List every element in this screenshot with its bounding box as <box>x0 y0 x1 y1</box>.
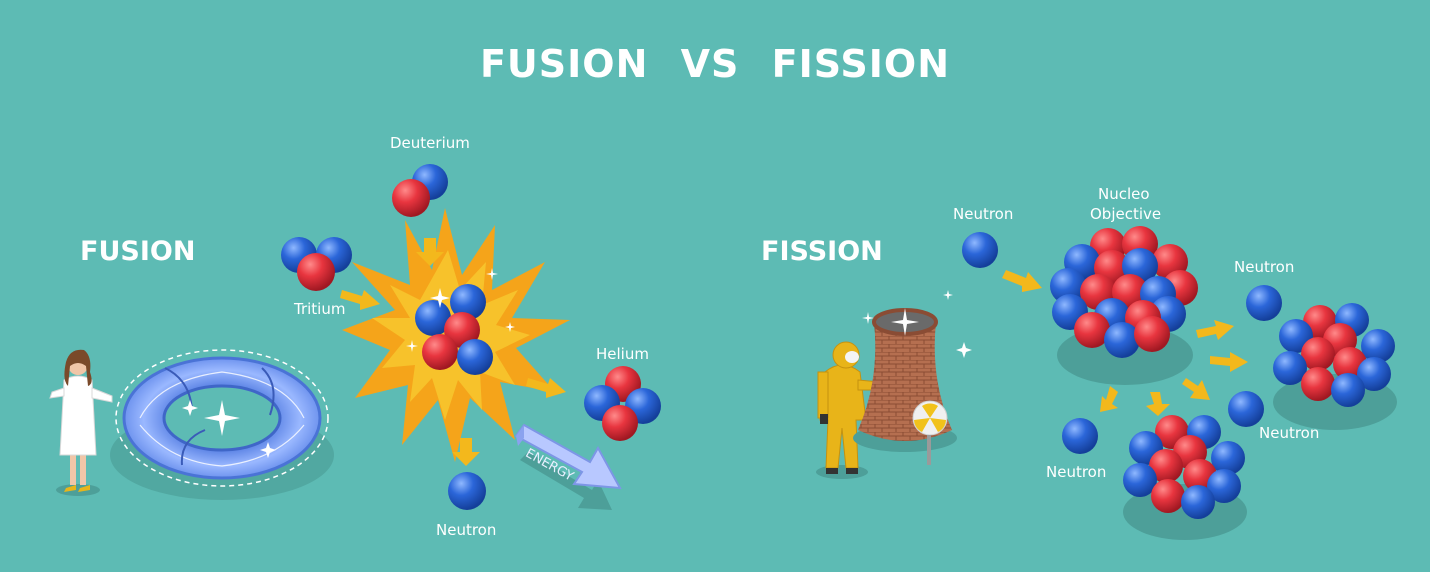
incoming-neutron <box>962 232 998 268</box>
released-neutron-top-right <box>1246 285 1282 321</box>
label-neutron-left: Neutron <box>1046 463 1107 481</box>
label-neutron-right: Neutron <box>1259 424 1320 442</box>
released-neutron-left <box>1062 418 1098 454</box>
hazmat-worker <box>816 341 881 479</box>
label-neutron-top-right: Neutron <box>1234 258 1295 276</box>
fission-heading: FISSION <box>761 236 883 267</box>
cooling-tower <box>853 290 972 465</box>
energy-arrow <box>514 423 622 510</box>
fission-arrows <box>1002 270 1248 416</box>
helium-atom <box>584 366 661 441</box>
released-neutron-right <box>1228 391 1264 427</box>
deuterium-atom <box>392 164 448 217</box>
fission-fragment-bottom <box>1123 415 1245 519</box>
nucleo-objective-nucleus <box>1050 226 1198 358</box>
fusion-neutron <box>448 472 486 510</box>
label-tritium: Tritium <box>294 300 346 318</box>
fission-fragment-right <box>1273 303 1395 407</box>
label-neutron-incoming: Neutron <box>953 205 1014 223</box>
label-nucleo: Nucleo <box>1098 185 1150 203</box>
label-helium: Helium <box>596 345 649 363</box>
scientist-figure <box>49 349 113 496</box>
page-title: FUSION VS FISSION <box>479 42 951 86</box>
fusion-heading: FUSION <box>80 236 196 267</box>
fusion-arrows <box>340 238 566 466</box>
fusing-nucleus <box>406 268 515 375</box>
label-deuterium: Deuterium <box>390 134 470 152</box>
label-objective: Objective <box>1090 205 1162 223</box>
label-fusion-neutron: Neutron <box>436 521 497 539</box>
fusion-reactor-torus <box>110 349 334 500</box>
tritium-atom <box>281 237 352 291</box>
